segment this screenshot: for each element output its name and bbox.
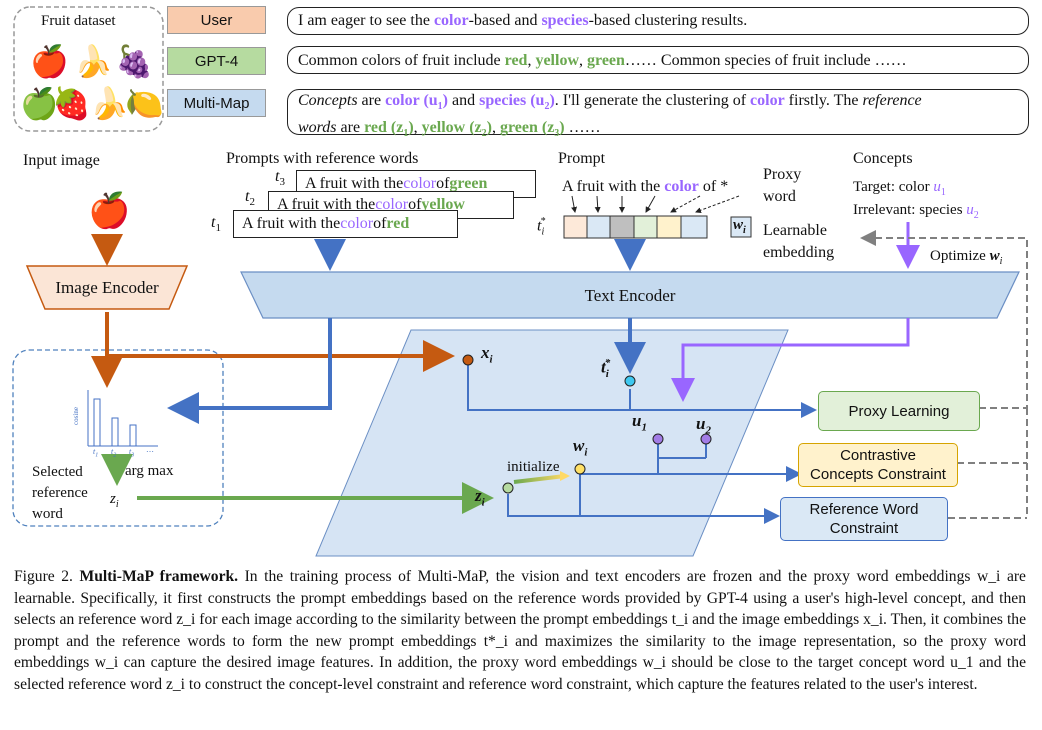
w-i-label: wi xyxy=(573,436,588,459)
bar-t3 xyxy=(129,424,137,447)
concepts-label: Concepts xyxy=(853,150,913,167)
x-i-label: xi xyxy=(481,343,493,366)
text-encoder: Text Encoder xyxy=(584,285,676,305)
apple-icon: 🍎 xyxy=(30,44,69,80)
w-i-cell xyxy=(730,216,752,238)
tick-t2: t2 xyxy=(111,447,117,459)
role-multimap: Multi-Map xyxy=(167,89,266,117)
t3-label: t3 xyxy=(275,168,285,189)
prompt-embedding-cells xyxy=(563,215,708,239)
u1-label: u1 xyxy=(632,411,647,434)
multimap-message-line-2: words are red (z1), yellow (z2), green (… xyxy=(298,119,601,140)
gpt4-message: Common colors of fruit include red, yell… xyxy=(287,46,1029,74)
z-i-selection-label: zi xyxy=(110,491,119,510)
text-encoder-shape xyxy=(240,271,1020,319)
grape-icon: 🍇 xyxy=(115,44,154,80)
w-i-cell-label: wi xyxy=(733,217,746,236)
argmax-label: arg max xyxy=(125,463,174,479)
role-user: User xyxy=(167,6,266,34)
tick-t3: t3 xyxy=(129,447,135,459)
bar-t2 xyxy=(111,417,119,447)
initialize-label: initialize xyxy=(507,459,560,475)
proxy-learning-box: Proxy Learning xyxy=(818,391,980,431)
bar-t1 xyxy=(93,398,101,447)
t-i-star-point xyxy=(624,375,636,387)
input-apple-icon: 🍎 xyxy=(88,191,131,231)
t2-label: t2 xyxy=(245,188,255,209)
u1-point xyxy=(652,433,664,445)
w-i-point xyxy=(574,463,586,475)
multimap-message: Concepts are color (u1) and species (u2)… xyxy=(287,89,1029,139)
cosine-axis-label: cosine xyxy=(71,407,80,425)
prompt-t1: A fruit with the color of red xyxy=(233,210,458,238)
t-i-star-embedding-label: ti* xyxy=(537,216,546,238)
banana-icon: 🍌 xyxy=(74,44,113,80)
z-i-label: zi xyxy=(475,486,485,509)
prompts-ref-label: Prompts with reference words xyxy=(226,150,419,167)
optimize-label: Optimize wi xyxy=(930,248,1003,267)
role-gpt4: GPT-4 xyxy=(167,47,266,75)
u2-point xyxy=(700,433,712,445)
figure-caption: Figure 2. Multi-MaP framework. In the tr… xyxy=(14,568,1026,693)
fruit-dataset-box xyxy=(13,6,164,132)
x-i-point xyxy=(462,354,474,366)
prompt-label: Prompt xyxy=(558,150,606,167)
target-concept: Target: color u1 xyxy=(853,179,946,198)
image-encoder-shape xyxy=(25,265,189,310)
green-banana-icon: 🍌 xyxy=(90,86,129,122)
u2-label: u2 xyxy=(696,414,711,437)
selection-box xyxy=(12,349,224,527)
z-i-point xyxy=(502,482,514,494)
input-image-label: Input image xyxy=(23,152,100,169)
t1-label: t1 xyxy=(211,214,221,235)
yellow-fruit-icon: 🍋 xyxy=(125,86,164,122)
user-message: I am eager to see the color-based and sp… xyxy=(287,7,1029,35)
image-encoder: Image Encoder xyxy=(55,278,159,297)
fruit-dataset-title: Fruit dataset xyxy=(41,13,116,29)
irrelevant-concept: Irrelevant: species u2 xyxy=(853,202,979,221)
green-apple-icon: 🍏 xyxy=(20,86,59,122)
tick-more: … xyxy=(146,445,154,454)
similarity-bar-chart xyxy=(87,390,158,447)
prompt-text: A fruit with the color of * xyxy=(562,178,729,195)
strawberry-icon: 🍓 xyxy=(52,86,91,122)
latent-space-panel xyxy=(315,329,789,557)
tick-t1: t1 xyxy=(93,447,99,459)
framework-diagram xyxy=(12,6,1028,557)
multimap-message-line-1: Concepts are color (u1) and species (u2)… xyxy=(298,92,922,113)
t-i-star-label: ti* xyxy=(601,357,611,381)
